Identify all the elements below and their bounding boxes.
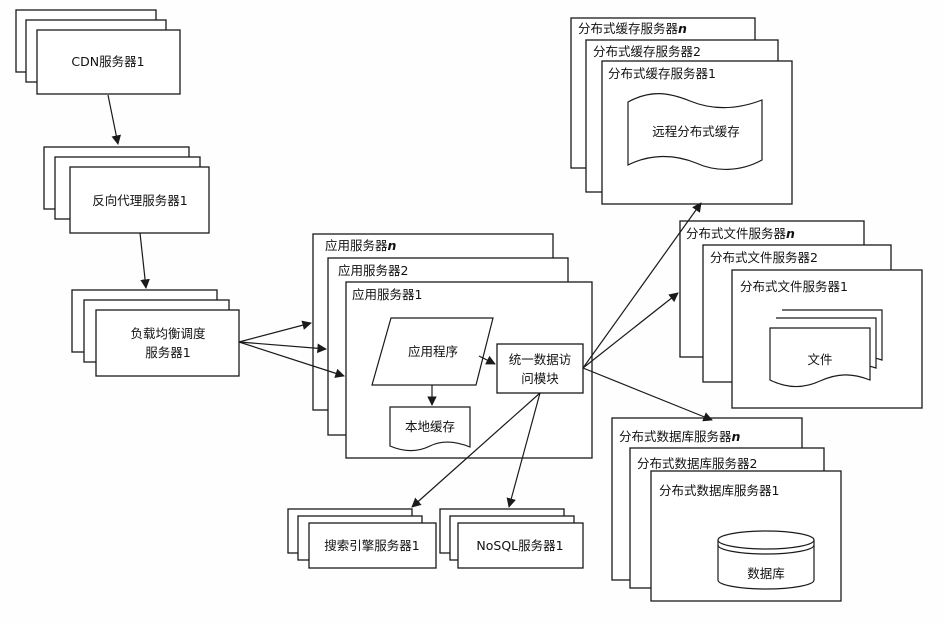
local-cache-label: 本地缓存	[405, 419, 455, 434]
arrow-data-access-to-search	[411, 392, 541, 508]
application-program-label: 应用程序	[408, 344, 458, 359]
arrow-cdn-to-proxy	[107, 94, 121, 145]
reverse-proxy-label: 反向代理服务器1	[92, 193, 187, 208]
db-server-1-title: 分布式数据库服务器1	[659, 483, 779, 498]
reverse-proxy-stack: 反向代理服务器1	[43, 146, 210, 234]
arrow-data-access-to-cache	[582, 202, 702, 369]
nosql-server-label: NoSQL服务器1	[476, 538, 563, 553]
file-server-2-title: 分布式文件服务器2	[710, 250, 818, 265]
local-cache-shape	[389, 406, 471, 452]
arrow-proxy-to-lb	[139, 232, 150, 289]
search-server-1	[308, 522, 437, 569]
remote-cache-label: 远程分布式缓存	[652, 124, 740, 139]
load-balancer-server-1	[95, 309, 240, 377]
load-balancer-label-line2: 服务器1	[145, 345, 190, 360]
app-server-n-title: 应用服务器n	[325, 238, 397, 253]
search-server-label: 搜索引擎服务器1	[324, 538, 419, 553]
app-server-2-title: 应用服务器2	[338, 263, 408, 278]
database-label: 数据库	[747, 566, 785, 581]
file-server-stack: 分布式文件服务器n 分布式文件服务器2 分布式文件服务器1 文件	[679, 220, 923, 409]
arrow-lb-to-app-n	[238, 320, 312, 343]
cache-server-stack: 分布式缓存服务器n 分布式缓存服务器2 分布式缓存服务器1 远程分布式缓存	[570, 17, 793, 205]
app-server-1-title: 应用服务器1	[352, 287, 422, 302]
remote-cache-shape	[627, 93, 763, 171]
file-server-n-title: 分布式文件服务器n	[686, 226, 795, 241]
file-server-1-title: 分布式文件服务器1	[740, 279, 848, 294]
data-access-module	[496, 343, 584, 394]
arrow-data-access-to-file	[582, 292, 679, 369]
app-server-stack: 应用服务器n 应用服务器2 应用服务器1 应用程序 本地缓存 统一数据访 问模块	[312, 233, 593, 459]
nosql-server-1	[457, 522, 584, 569]
reverse-proxy-server-1	[69, 166, 210, 234]
arrow-lb-to-app-1	[238, 341, 345, 378]
cdn-server-stack: CDN服务器1	[15, 9, 181, 95]
arrow-data-access-to-db	[582, 367, 713, 422]
nosql-server-stack: NoSQL服务器1	[439, 508, 584, 569]
cache-server-1-title: 分布式缓存服务器1	[608, 66, 716, 81]
cache-server-n-title: 分布式缓存服务器n	[578, 21, 687, 36]
connectors	[107, 94, 713, 508]
file-doc-shape	[769, 327, 871, 388]
arrow-program-to-data-access	[478, 355, 496, 365]
data-access-module-line2: 问模块	[521, 371, 559, 386]
load-balancer-label-line1: 负载均衡调度	[130, 326, 206, 341]
cdn-server-1	[36, 29, 181, 95]
db-server-stack: 分布式数据库服务器n 分布式数据库服务器2 分布式数据库服务器1 数据库	[611, 417, 842, 602]
arrow-lb-to-app-2	[238, 341, 327, 354]
load-balancer-stack: 负载均衡调度 服务器1	[71, 289, 240, 377]
cdn-server-label: CDN服务器1	[71, 54, 144, 69]
database-cylinder-ring	[717, 544, 815, 555]
database-cylinder-icon	[717, 530, 815, 590]
db-server-n-title: 分布式数据库服务器n	[619, 429, 741, 444]
db-server-2-title: 分布式数据库服务器2	[637, 456, 757, 471]
application-program-shape	[371, 317, 494, 386]
search-server-stack: 搜索引擎服务器1	[287, 508, 437, 569]
arrow-data-access-to-nosql	[506, 392, 541, 508]
database-cylinder-top	[717, 530, 815, 550]
file-label: 文件	[807, 352, 832, 367]
data-access-module-line1: 统一数据访	[509, 352, 572, 367]
cache-server-2-title: 分布式缓存服务器2	[593, 44, 701, 59]
